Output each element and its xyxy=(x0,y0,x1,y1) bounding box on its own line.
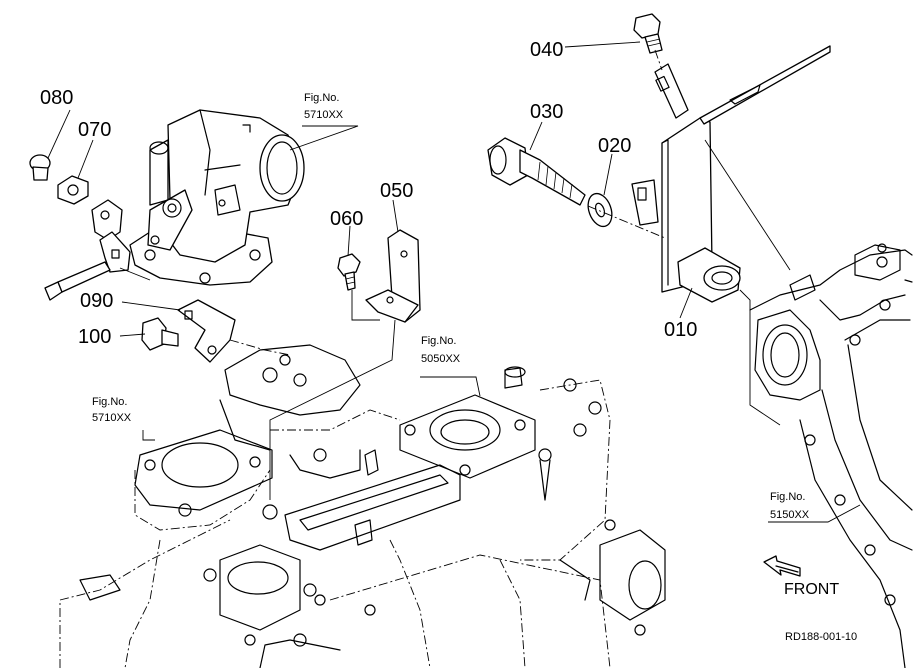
part-100-bolt xyxy=(141,317,179,351)
part-020-washer xyxy=(587,192,613,228)
front-label: FRONT xyxy=(784,581,839,598)
figref-5150-line2: 5150XX xyxy=(770,509,810,521)
figref-5710-left-line2: 5710XX xyxy=(92,412,132,424)
figref-5050-line2: 5050XX xyxy=(421,353,461,365)
assembly-lines xyxy=(119,49,791,500)
label-040: 040 xyxy=(530,39,563,61)
part-040-bolt xyxy=(633,13,663,54)
part-070-nut xyxy=(57,175,89,205)
label-010: 010 xyxy=(664,319,697,341)
figref-5710-top-line1: Fig.No. xyxy=(304,92,339,104)
engine-block xyxy=(59,344,666,668)
label-070: 070 xyxy=(78,119,111,141)
part-090-plate xyxy=(177,299,236,363)
label-020: 020 xyxy=(598,135,631,157)
figref-5150-line1: Fig.No. xyxy=(770,491,805,503)
timing-cover xyxy=(749,243,913,668)
part-050-bracket xyxy=(365,229,421,323)
part-080-cap xyxy=(29,154,51,181)
label-030: 030 xyxy=(530,101,563,123)
label-060: 060 xyxy=(330,208,363,230)
figref-5710-left-line1: Fig.No. xyxy=(92,396,127,408)
part-030-bolt xyxy=(487,137,586,206)
figref-5710-top-line2: 5710XX xyxy=(304,109,344,121)
bracket-small xyxy=(44,199,131,301)
front-arrow-icon xyxy=(763,555,801,577)
figure-references: Fig.No. 5710XX Fig.No. 5710XX Fig.No. 50… xyxy=(92,92,810,521)
label-080: 080 xyxy=(40,87,73,109)
label-090: 090 xyxy=(80,290,113,312)
front-indicator: FRONT xyxy=(763,555,839,598)
part-010-bracket xyxy=(631,45,831,303)
part-labels: 080 070 040 030 020 050 060 090 100 010 xyxy=(40,39,697,348)
label-100: 100 xyxy=(78,326,111,348)
drawing-code: RD188-001-10 xyxy=(785,631,857,643)
label-050: 050 xyxy=(380,180,413,202)
figref-5050-line1: Fig.No. xyxy=(421,335,456,347)
part-060-bolt xyxy=(337,253,361,291)
part-leaders xyxy=(47,41,861,523)
thermostat-housing xyxy=(129,109,305,286)
